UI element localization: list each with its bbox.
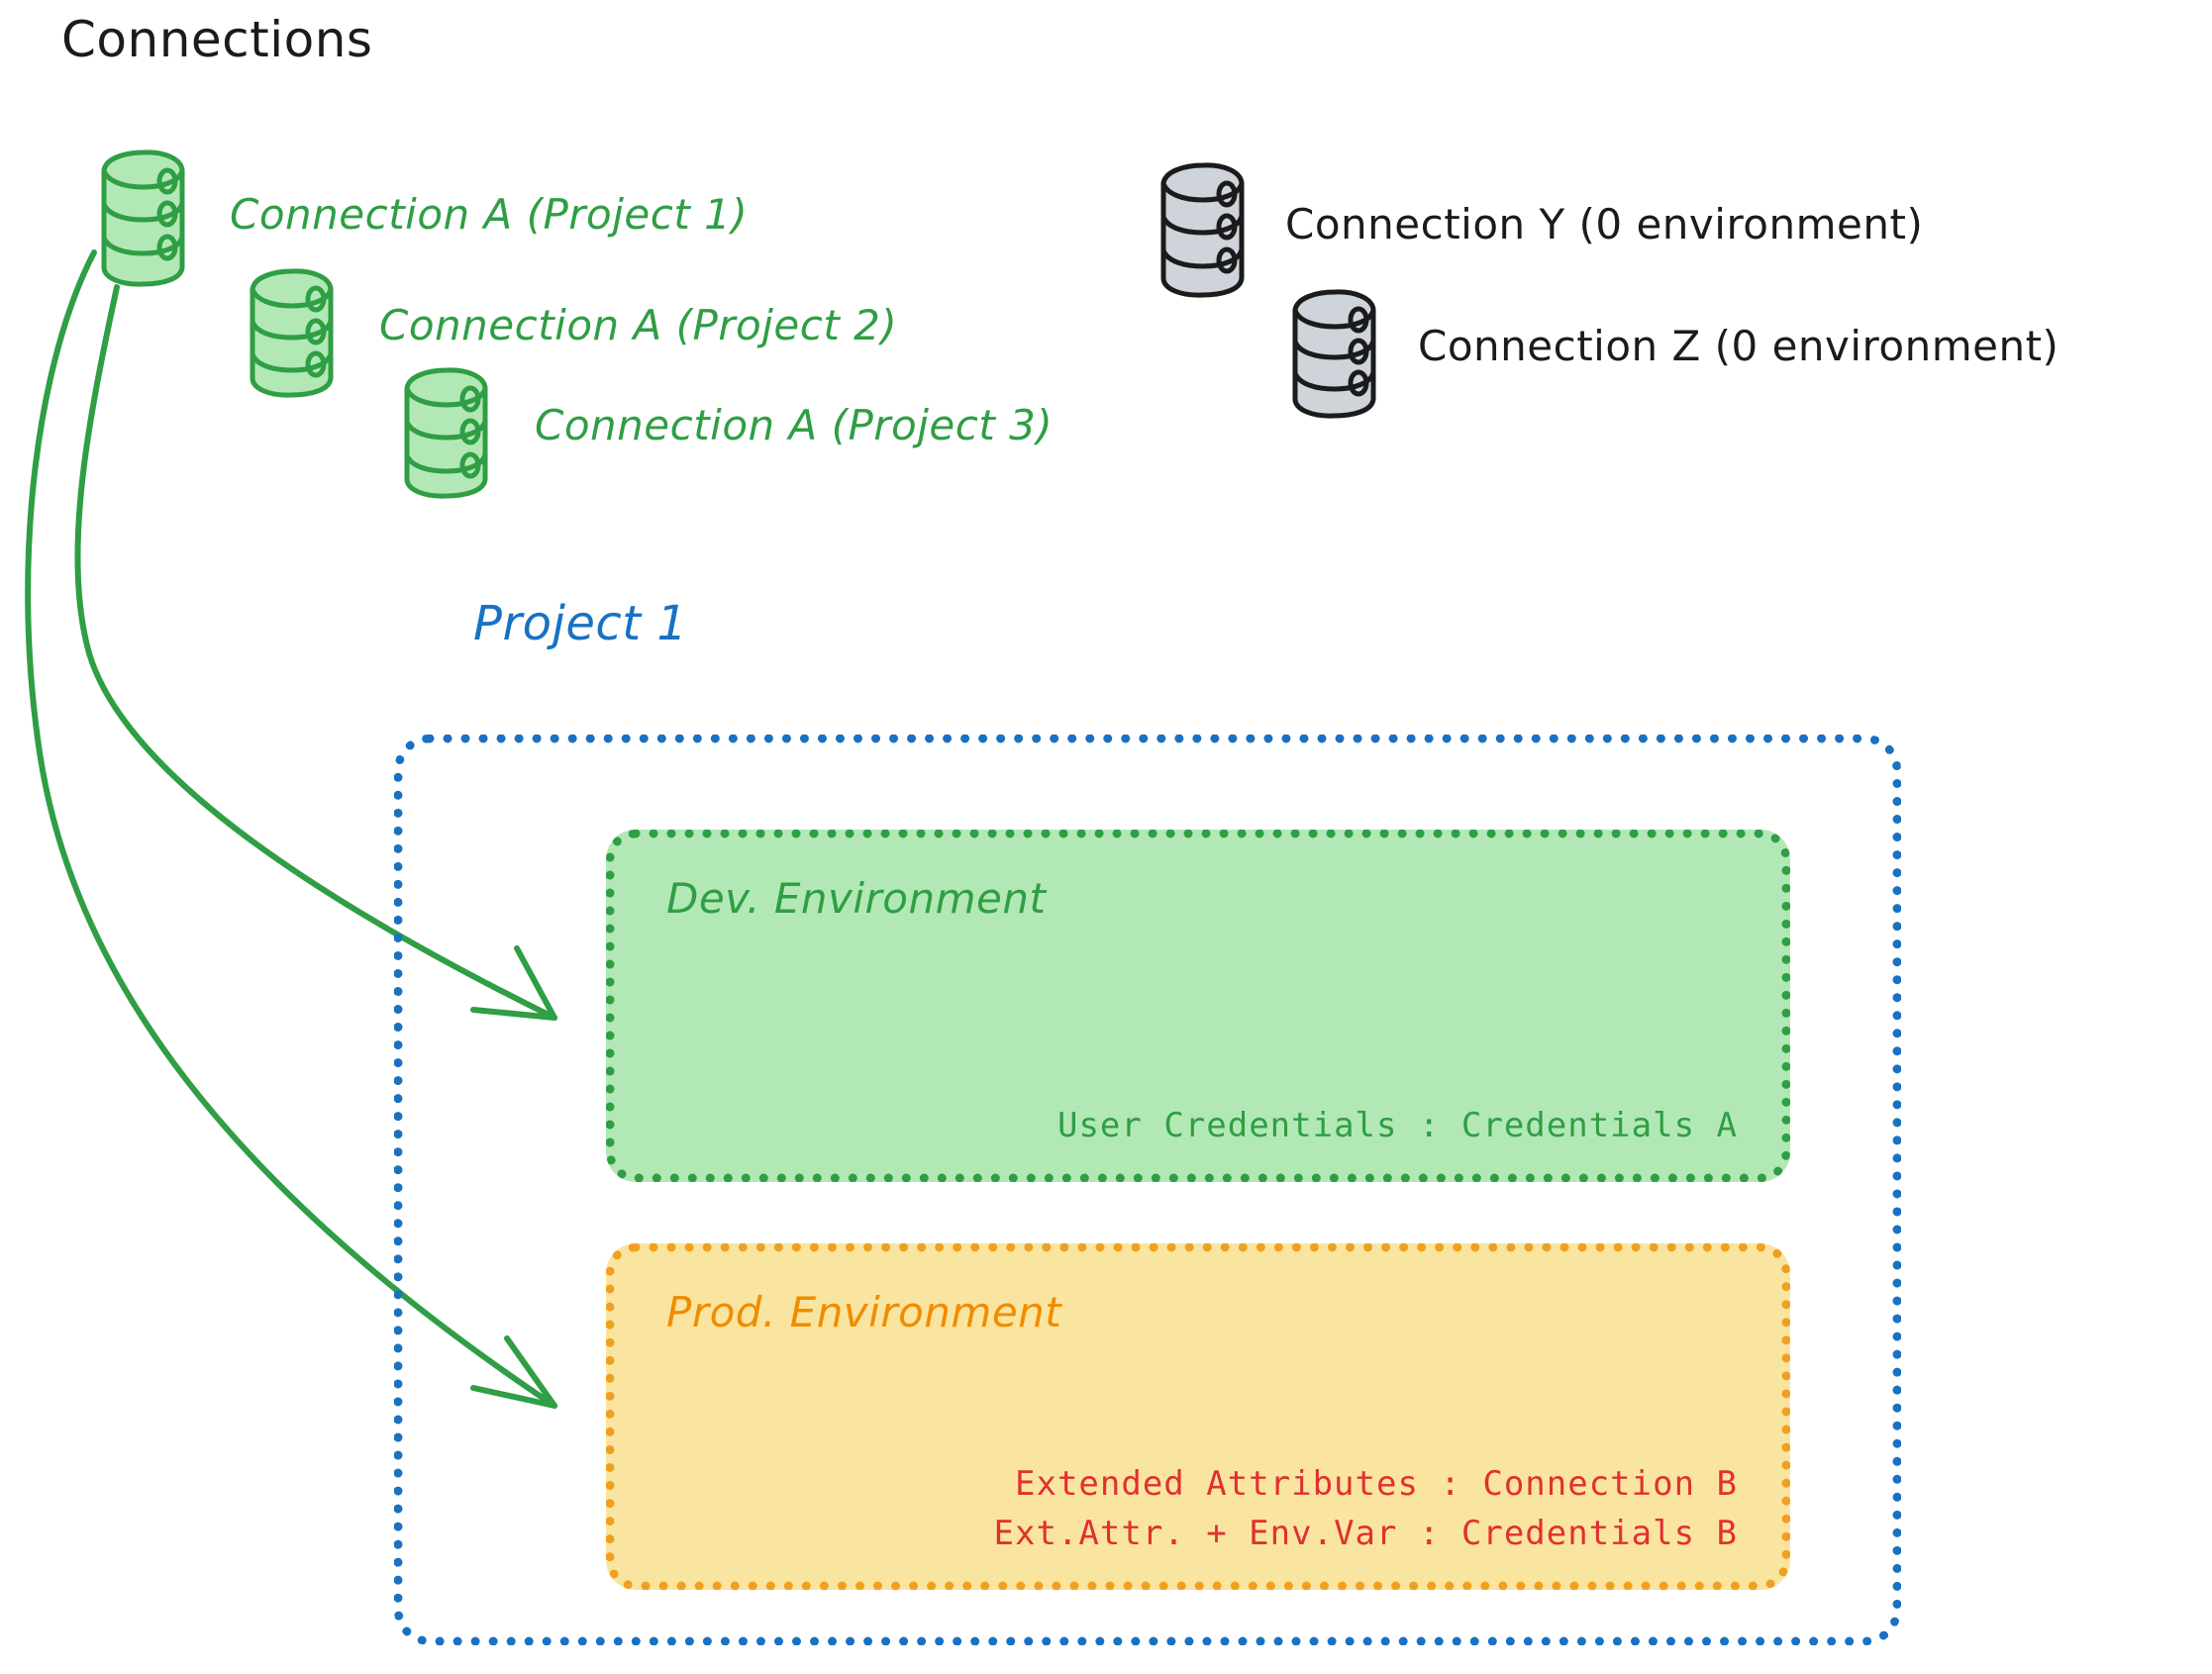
dev-environment-box: Dev. Environment User Credentials : Cred… [606,830,1790,1182]
page-title: Connections [61,11,373,68]
prod-environment-box: Prod. Environment Extended Attributes : … [606,1243,1790,1590]
connection-z-icon [1292,289,1376,419]
connection-a-project-1-label: Connection A (Project 1) [230,190,749,239]
dev-environment-line-1: User Credentials : Credentials A [1056,1106,1738,1145]
connection-y-label: Connection Y (0 environment) [1285,200,1924,248]
connection-a-project-2-label: Connection A (Project 2) [379,301,898,349]
project-title: Project 1 [473,596,688,651]
prod-environment-title: Prod. Environment [666,1288,1062,1336]
connection-a-project-2-icon [250,268,334,398]
dev-environment-attributes: User Credentials : Credentials A [1057,1106,1738,1145]
connection-a-project-3-icon [404,367,488,499]
connection-z-label: Connection Z (0 environment) [1418,322,2060,370]
prod-environment-line-2: Ext.Attr. + Env.Var : Credentials B [993,1514,1738,1553]
connection-a-project-3-label: Connection A (Project 3) [535,401,1054,449]
dev-environment-title: Dev. Environment [666,874,1047,923]
connection-a-project-1-icon [101,149,185,287]
prod-environment-attributes: Extended Attributes : Connection B Ext.A… [994,1464,1738,1553]
prod-environment-line-1: Extended Attributes : Connection B [1015,1464,1738,1504]
project-1-container [394,735,1901,1645]
connection-y-icon [1160,162,1245,298]
